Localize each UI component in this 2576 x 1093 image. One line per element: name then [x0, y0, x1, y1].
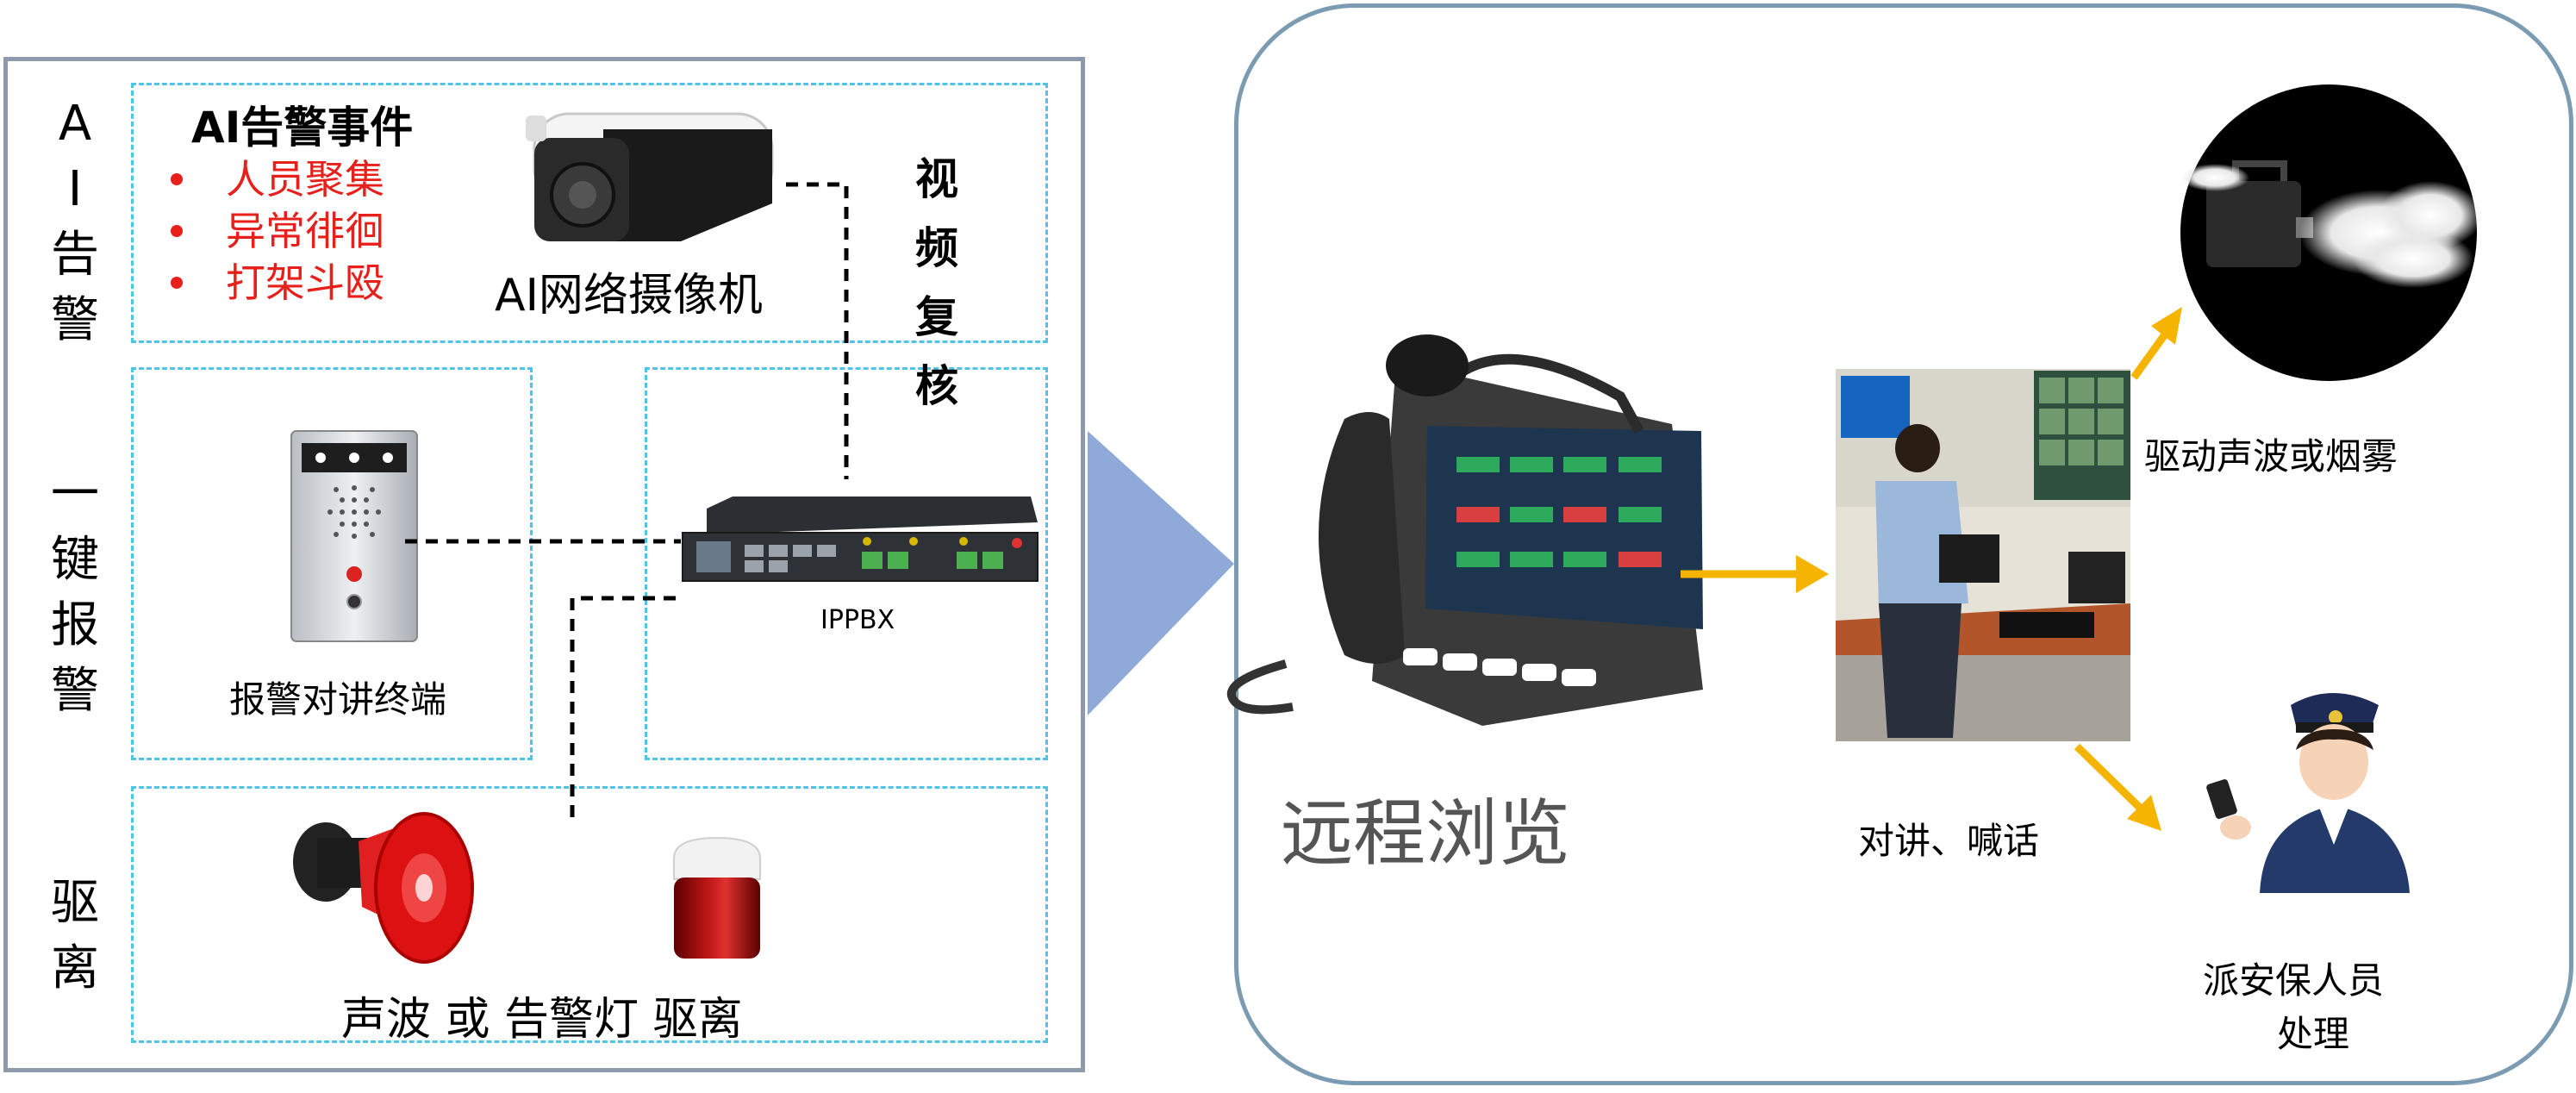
- group-label-deter: 驱 离: [51, 875, 99, 996]
- deter-label: 声波 或 告警灯 驱离: [341, 994, 743, 1046]
- dispatch-label-1: 派安保人员: [2203, 959, 2385, 1002]
- ai-events-title: AI告警事件: [191, 103, 414, 153]
- fog-label: 驱动声波或烟雾: [2144, 435, 2398, 478]
- video-review-label: 视 频 复 核: [915, 154, 958, 411]
- ai-event-item: 人员聚集: [171, 153, 384, 205]
- ai-event-item: 打架斗殴: [171, 257, 384, 309]
- dispatch-label-2: 处理: [2277, 1013, 2350, 1055]
- ai-event-item: 异常徘徊: [171, 205, 384, 257]
- ippbx-label: IPPBX: [820, 605, 895, 635]
- intercom-box: [131, 367, 533, 760]
- group-label-one-key-alarm: 一 键 报 警: [51, 466, 99, 719]
- talk-label: 对讲、喊话: [1858, 820, 2040, 862]
- remote-view-label: 远程浏览: [1281, 791, 1571, 876]
- camera-label: AI网络摄像机: [495, 270, 763, 322]
- intercom-label: 报警对讲终端: [229, 678, 447, 721]
- deter-box: [131, 786, 1048, 1043]
- ai-events-list: 人员聚集 异常徘徊 打架斗殴: [171, 153, 384, 309]
- bullet-icon: [171, 277, 183, 289]
- ippbx-box: [645, 367, 1048, 760]
- bullet-icon: [171, 225, 183, 237]
- bullet-icon: [171, 173, 183, 185]
- ai-alarm-box: [131, 83, 1048, 343]
- group-label-ai-alarm: A I 告 警: [51, 96, 99, 348]
